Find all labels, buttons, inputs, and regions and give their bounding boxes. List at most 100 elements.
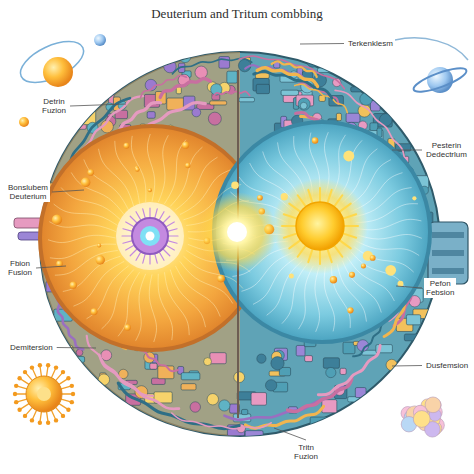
small-planet xyxy=(94,34,106,46)
energy-vein xyxy=(86,266,128,319)
leader-line xyxy=(300,43,344,45)
machine-knob xyxy=(207,394,218,405)
nucleus-spike xyxy=(123,229,133,232)
leader-line xyxy=(392,365,422,367)
spike-tip xyxy=(54,365,58,369)
callout-label: Demitersion xyxy=(8,342,55,353)
leader-line xyxy=(396,286,422,288)
machine-knob xyxy=(360,93,373,106)
deuterium-chamber xyxy=(40,126,264,350)
orange-planet xyxy=(43,57,73,87)
machine-body xyxy=(40,52,440,436)
spike-tip xyxy=(66,376,70,380)
sun-ray xyxy=(343,233,356,237)
callout-label: Tritn Fuzion xyxy=(292,442,320,462)
nucleus-spike xyxy=(123,241,133,244)
machine-knob xyxy=(98,374,109,385)
pipe xyxy=(245,406,323,428)
spike-tip xyxy=(17,376,21,380)
machine-panel xyxy=(210,353,226,364)
sun-ray xyxy=(327,249,331,262)
sun-disc xyxy=(296,202,344,250)
particle xyxy=(231,182,239,190)
cylinder-band xyxy=(432,232,464,238)
machine-knob xyxy=(208,112,221,125)
energy-vein xyxy=(331,266,350,328)
machine-knob xyxy=(307,57,318,68)
callout-label: Pefon Febsion xyxy=(424,278,456,298)
energy-vein xyxy=(55,250,118,275)
leader-line xyxy=(274,428,306,440)
machine-panel xyxy=(147,112,155,119)
planet-ring xyxy=(411,64,468,96)
cell-spikes xyxy=(13,363,75,425)
sun-ray xyxy=(343,214,356,218)
nucleus-spike xyxy=(130,249,137,256)
leader-line xyxy=(36,266,66,268)
energy-vein xyxy=(98,149,133,207)
energy-vein xyxy=(267,261,303,315)
machine-panel xyxy=(239,98,255,102)
machine-panel xyxy=(310,417,327,427)
particle xyxy=(361,263,366,268)
machine-panel xyxy=(227,71,237,83)
spike-tip xyxy=(23,370,27,374)
spike-tip xyxy=(13,392,17,396)
spike-tip xyxy=(17,407,21,411)
callout-label: Terkenklesm xyxy=(346,38,395,49)
energy-vein xyxy=(164,140,185,204)
machine-panel xyxy=(256,84,269,93)
spike-tip xyxy=(71,392,75,396)
sun-ray xyxy=(284,233,297,237)
fusion-core-glow xyxy=(197,192,277,272)
nucleus-spike xyxy=(126,222,135,227)
pipe xyxy=(172,58,251,74)
machine-knob xyxy=(190,402,200,412)
nucleus-spike xyxy=(163,216,170,223)
sun-ray xyxy=(284,214,297,218)
sun-ray xyxy=(308,249,312,262)
tritium-chamber xyxy=(214,122,430,342)
energy-vein xyxy=(315,267,320,332)
spike-tip xyxy=(14,400,18,404)
particle xyxy=(370,255,376,261)
orbit-arc xyxy=(395,38,468,60)
sun-ray xyxy=(298,245,306,256)
nucleus-spike xyxy=(166,222,175,227)
energy-vein xyxy=(354,247,414,273)
particle xyxy=(81,178,91,188)
energy-vein xyxy=(298,266,313,329)
machine-panel xyxy=(346,113,360,122)
energy-vein xyxy=(63,256,121,291)
nucleus-spike xyxy=(149,254,150,264)
callout-label: Fbion Fusion xyxy=(6,258,34,278)
energy-vein xyxy=(115,141,140,204)
machine-panel xyxy=(404,334,420,341)
spike-tip xyxy=(23,414,27,418)
machine-knob xyxy=(195,66,207,78)
spike-tip xyxy=(14,384,18,388)
spike-tip xyxy=(38,421,42,425)
energy-vein xyxy=(342,261,381,313)
sun-ray xyxy=(319,250,321,264)
energy-vein xyxy=(131,136,145,202)
particle xyxy=(217,275,225,283)
machine-panel xyxy=(74,357,84,363)
callout-label: Dusfemsion xyxy=(424,360,470,371)
sun-ray xyxy=(289,240,300,248)
machine-panel xyxy=(317,68,334,73)
particle xyxy=(385,265,396,276)
pipe xyxy=(160,79,210,98)
spike-tip xyxy=(46,363,50,367)
leader-line xyxy=(70,104,126,106)
cell-core xyxy=(37,387,51,401)
spike-tip xyxy=(66,407,70,411)
energy-vein xyxy=(170,147,202,206)
machine-panel xyxy=(219,57,230,69)
particle xyxy=(56,260,63,267)
small-planet xyxy=(19,117,29,127)
spike-tip xyxy=(61,370,65,374)
particle xyxy=(97,243,101,247)
nucleus-spike xyxy=(159,252,164,261)
nucleus-spike xyxy=(143,209,146,219)
